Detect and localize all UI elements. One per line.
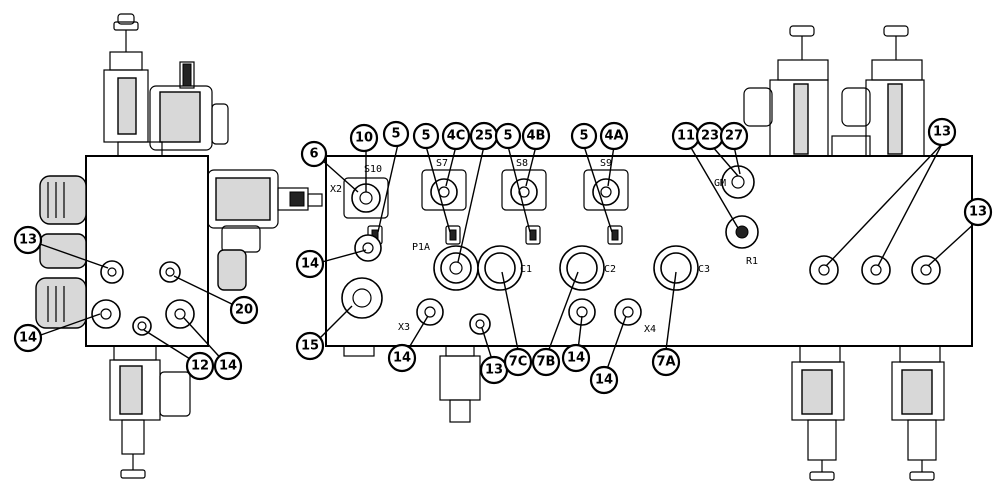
svg-text:5: 5: [391, 127, 400, 142]
port-label-x2: X2: [330, 184, 342, 195]
balloon-27: 27: [719, 121, 749, 151]
svg-text:13: 13: [19, 233, 37, 248]
svg-text:14: 14: [301, 257, 319, 272]
balloon-20: 20: [229, 295, 259, 325]
svg-text:5: 5: [579, 129, 588, 144]
port-label-c2: C2: [604, 264, 616, 275]
balloon-13: 13: [927, 117, 957, 147]
balloon-5: 5: [412, 122, 440, 150]
left-side-view: [35, 13, 323, 479]
port-label-c1: C1: [520, 264, 532, 275]
svg-text:4B: 4B: [527, 129, 546, 144]
balloon-5: 5: [494, 122, 522, 150]
balloon-14: 14: [387, 343, 417, 373]
balloon-4b: 4B: [521, 121, 551, 151]
balloon-7c: 7C: [503, 347, 533, 377]
svg-text:13: 13: [933, 125, 951, 140]
port-label-x4: X4: [644, 324, 656, 335]
svg-text:4C: 4C: [447, 129, 466, 144]
port-label-gm: GM: [714, 178, 726, 189]
balloon-12: 12: [185, 351, 215, 381]
port-label-p1a: P1A: [412, 242, 430, 253]
svg-text:13: 13: [485, 363, 503, 378]
port-label-s7: S7: [436, 158, 448, 169]
balloon-14: 14: [13, 323, 43, 353]
port-label-s8: S8: [516, 158, 528, 169]
balloon-13: 13: [479, 355, 509, 385]
balloon-14: 14: [295, 249, 325, 279]
svg-text:14: 14: [567, 351, 585, 366]
svg-text:5: 5: [421, 129, 430, 144]
balloon-14: 14: [213, 351, 243, 381]
balloon-7b: 7B: [531, 347, 561, 377]
svg-text:14: 14: [393, 351, 411, 366]
balloon-15: 15: [295, 331, 325, 361]
svg-text:7B: 7B: [537, 355, 556, 370]
balloon-10: 10: [349, 123, 379, 153]
svg-text:5: 5: [503, 129, 512, 144]
balloon-5: 5: [570, 122, 598, 150]
port-label-r1: R1: [746, 256, 758, 267]
balloon-11: 11: [671, 121, 701, 151]
balloon-6: 6: [300, 140, 328, 168]
port-label-s9: S9: [600, 158, 612, 169]
balloon-25: 25: [469, 121, 499, 151]
svg-text:6: 6: [309, 147, 318, 162]
svg-text:27: 27: [725, 129, 743, 144]
port-label-x3: X3: [398, 322, 410, 333]
balloon-4a: 4A: [599, 121, 629, 151]
callout-balloons: 10 6 5 5 4C 25 5 4B 5 4A 11 23 27 13 13 …: [13, 117, 993, 395]
svg-text:4A: 4A: [604, 129, 623, 144]
svg-text:12: 12: [191, 359, 209, 374]
svg-text:23: 23: [701, 129, 719, 144]
port-label-c3: C3: [698, 264, 710, 275]
balloon-14: 14: [561, 343, 591, 373]
balloon-7a: 7A: [651, 347, 681, 377]
port-label-s10: S10: [364, 164, 382, 175]
svg-text:15: 15: [301, 339, 319, 354]
svg-text:11: 11: [677, 129, 695, 144]
svg-text:20: 20: [235, 303, 253, 318]
balloon-4c: 4C: [441, 121, 471, 151]
port-labels: S10 X2 S7 S8 S9 P1A C1 C2 C3 GM R1 X3 X4: [330, 158, 758, 335]
svg-text:25: 25: [475, 129, 493, 144]
svg-text:14: 14: [19, 331, 37, 346]
balloon-23: 23: [695, 121, 725, 151]
svg-text:10: 10: [355, 131, 373, 146]
front-view: [325, 25, 973, 481]
balloon-13: 13: [963, 197, 993, 227]
svg-text:14: 14: [595, 373, 613, 388]
svg-text:14: 14: [219, 359, 237, 374]
svg-text:7C: 7C: [509, 355, 528, 370]
svg-text:7A: 7A: [656, 355, 675, 370]
balloon-14: 14: [589, 365, 619, 395]
balloon-5: 5: [382, 120, 410, 148]
svg-text:13: 13: [969, 205, 987, 220]
balloon-13: 13: [13, 225, 43, 255]
